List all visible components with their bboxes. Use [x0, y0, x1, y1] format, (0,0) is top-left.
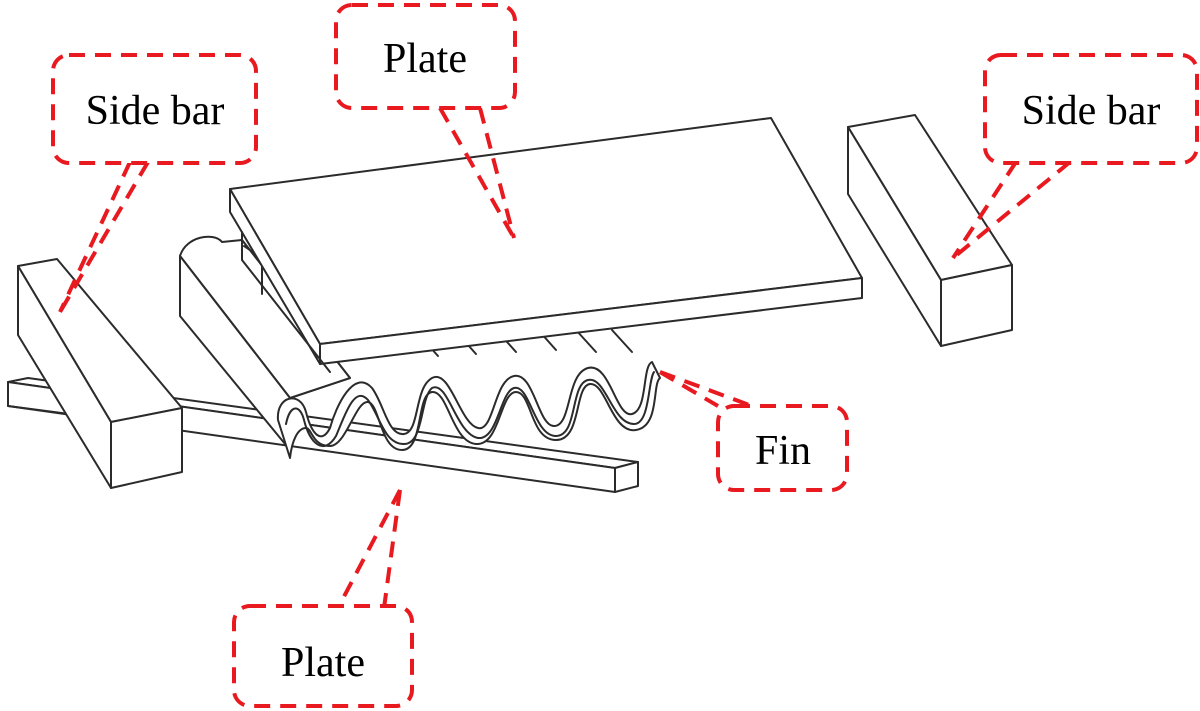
callout-side-bar-left: Side bar	[51, 53, 258, 314]
label-fin: Fin	[755, 428, 811, 474]
left-side-bar	[17, 258, 183, 489]
callout-leader	[951, 160, 1072, 260]
callout-leader	[336, 489, 402, 609]
callout-leader	[58, 160, 150, 314]
callout-box	[716, 404, 849, 492]
callout-leader	[658, 370, 753, 408]
callouts: Side bar Plate Side bar Fin Plate	[51, 3, 1199, 708]
label-side-bar-right: Side bar	[1022, 88, 1161, 134]
callout-plate-bottom: Plate	[232, 489, 414, 708]
label-plate-top: Plate	[383, 36, 467, 82]
callout-box	[983, 53, 1199, 165]
callout-fin: Fin	[658, 370, 849, 492]
callout-box	[51, 53, 258, 165]
callout-side-bar-right: Side bar	[951, 53, 1199, 260]
label-side-bar-left: Side bar	[86, 88, 225, 134]
right-side-bar	[847, 114, 1013, 347]
top-plate	[229, 117, 863, 373]
callout-box	[232, 604, 414, 708]
callout-leader	[438, 107, 516, 239]
callout-box	[334, 3, 517, 110]
label-plate-bottom: Plate	[281, 640, 365, 686]
callout-plate-top: Plate	[334, 3, 517, 239]
